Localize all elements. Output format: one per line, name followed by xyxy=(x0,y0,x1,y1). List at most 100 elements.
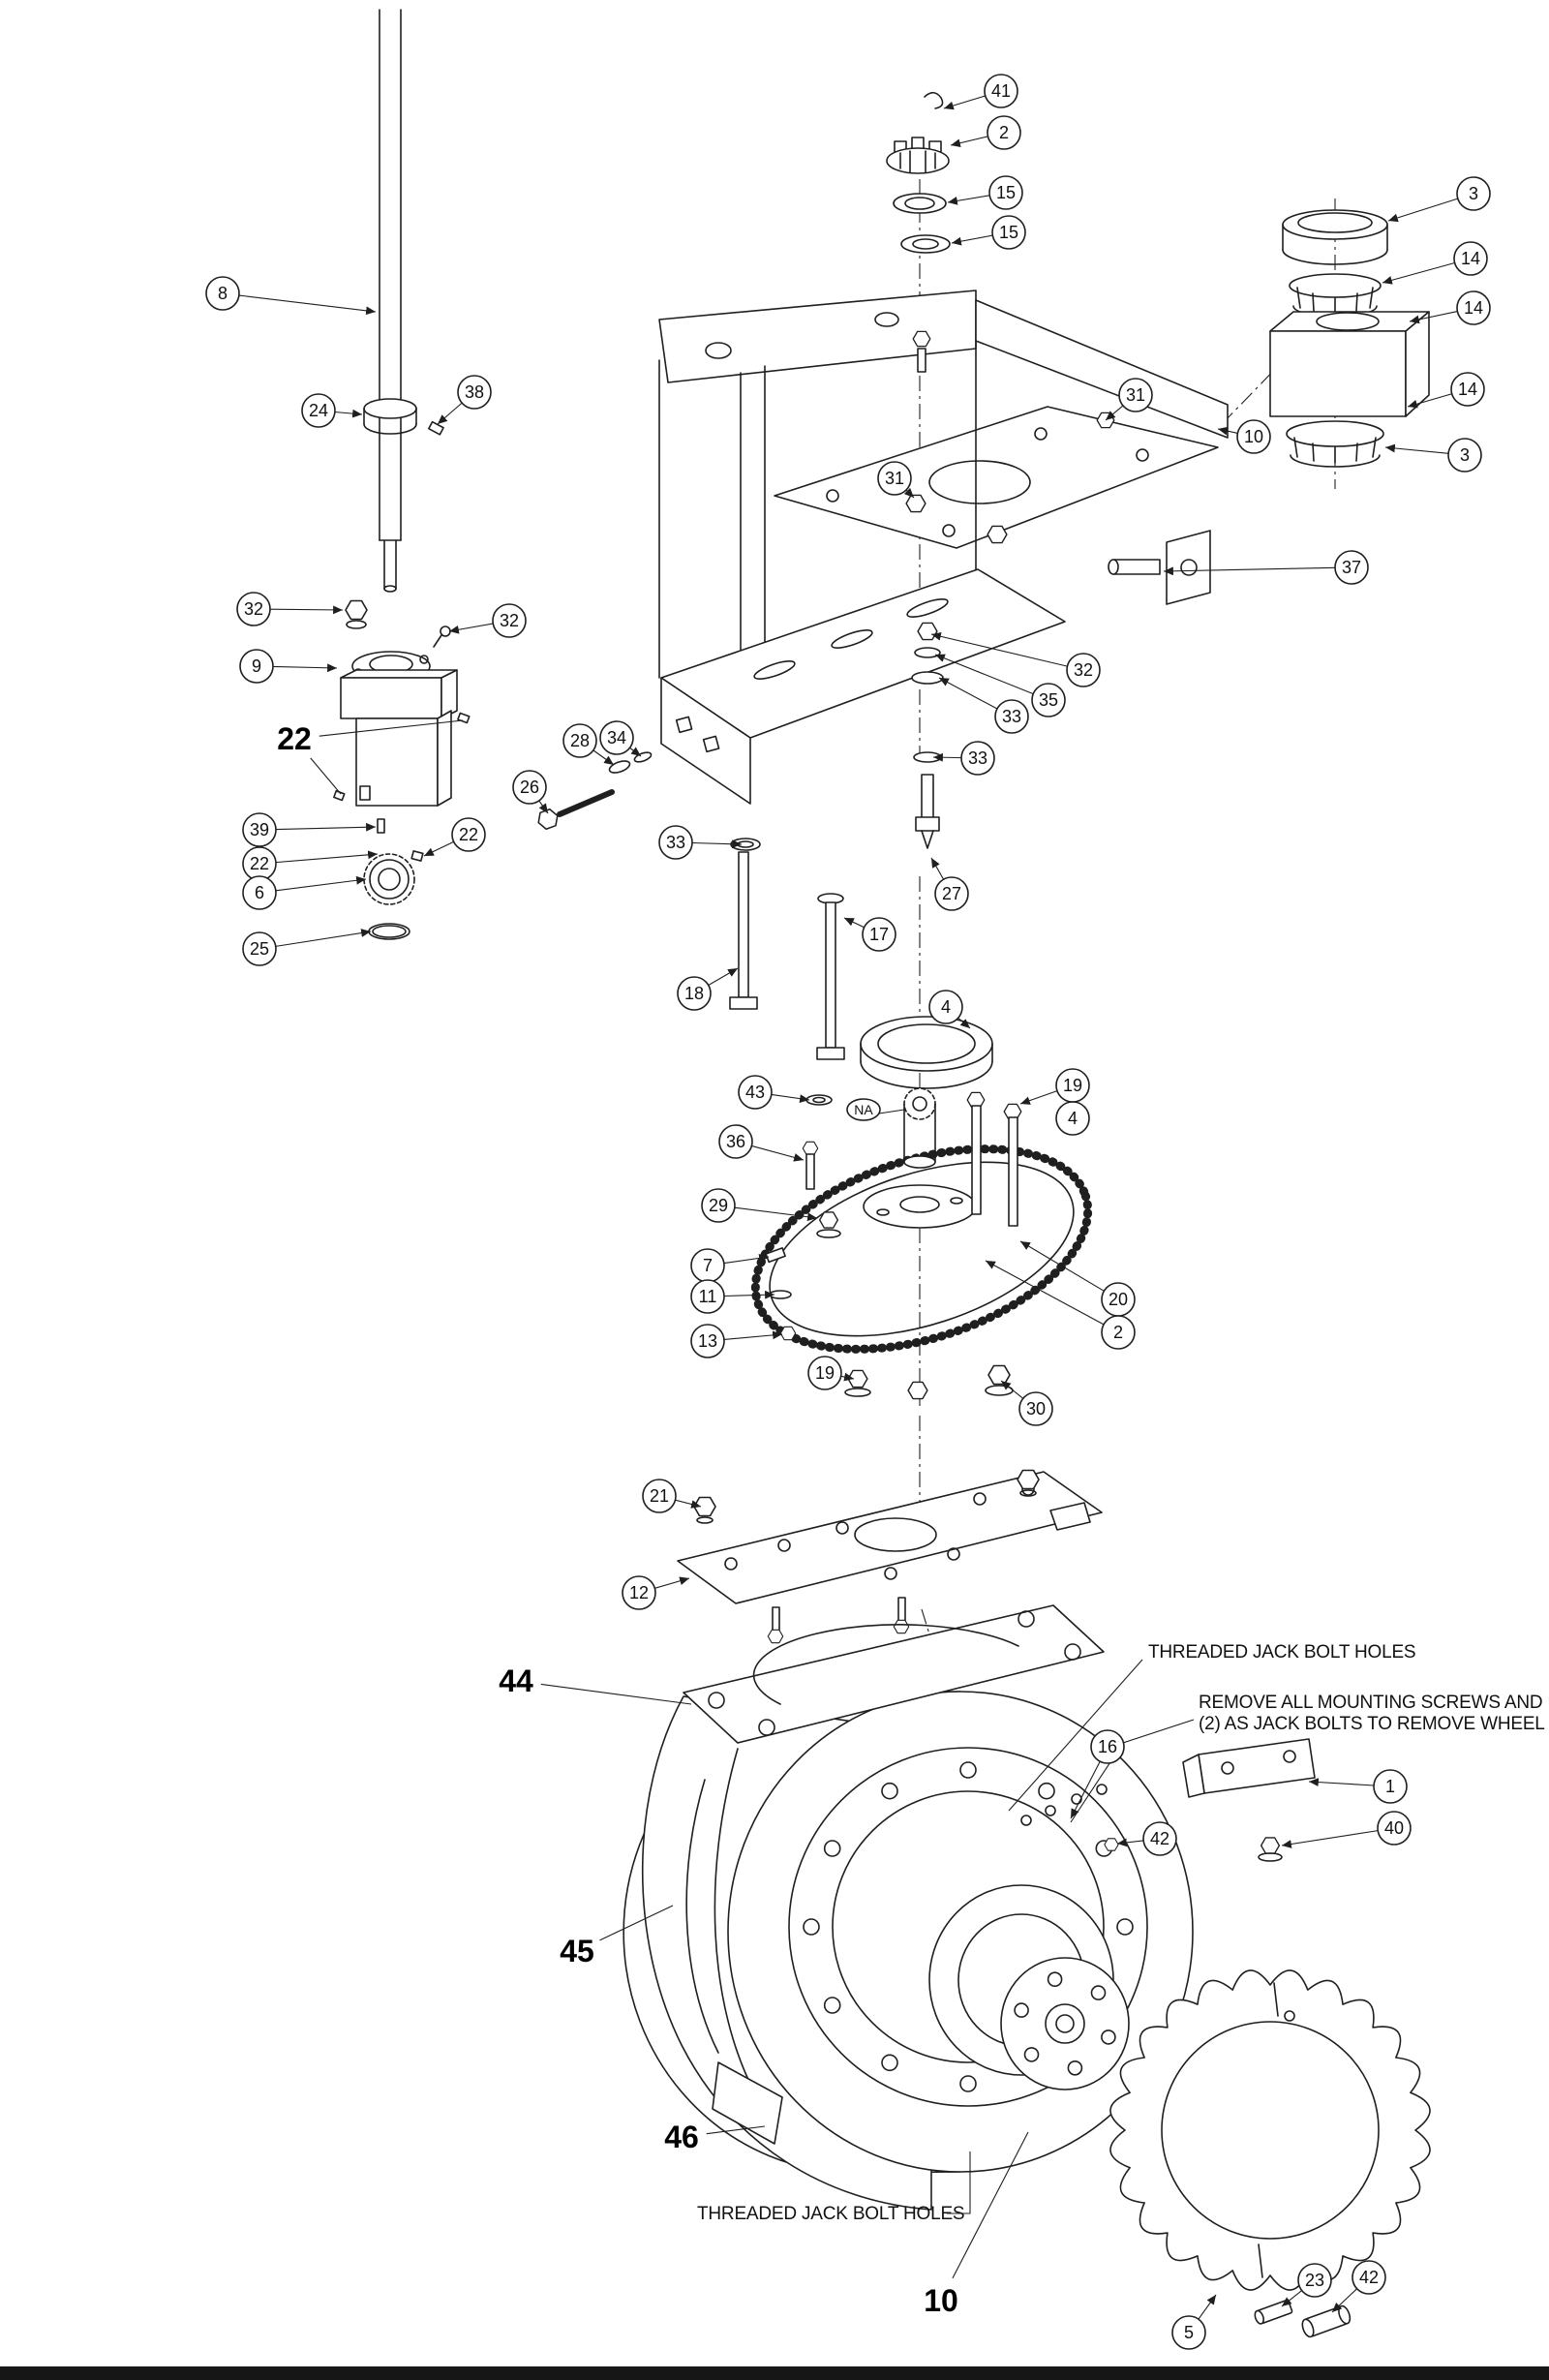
bottom-bolts xyxy=(1254,2299,1352,2338)
svg-text:41: 41 xyxy=(991,81,1011,101)
svg-text:14: 14 xyxy=(1461,249,1480,268)
callout-6: 6 xyxy=(242,875,367,910)
svg-text:7: 7 xyxy=(703,1256,713,1275)
svg-text:19: 19 xyxy=(815,1363,835,1383)
svg-text:29: 29 xyxy=(709,1196,728,1215)
svg-text:11: 11 xyxy=(699,1287,717,1306)
bearing-stack xyxy=(1269,209,1430,468)
svg-text:44: 44 xyxy=(499,1663,533,1698)
castle-nut-stack xyxy=(886,91,951,254)
svg-text:22: 22 xyxy=(277,721,312,756)
svg-text:35: 35 xyxy=(1039,690,1058,710)
retainer-ring xyxy=(860,1016,993,1089)
ref-number-45: 45 xyxy=(560,1905,674,1968)
svg-text:27: 27 xyxy=(942,884,961,903)
callout-26: 26 xyxy=(512,770,549,814)
callout-14: 14 xyxy=(1409,290,1491,325)
callout-33: 33 xyxy=(658,825,743,860)
svg-text:13: 13 xyxy=(698,1331,717,1351)
note-remove-line2: (2) AS JACK BOLTS TO REMOVE WHEEL xyxy=(1199,1714,1545,1734)
callout-39: 39 xyxy=(242,812,377,847)
ref-number-46: 46 xyxy=(664,2120,766,2154)
callout-19: 19 xyxy=(807,1356,855,1390)
callout-22: 22 xyxy=(423,817,486,857)
svg-text:40: 40 xyxy=(1384,1818,1404,1838)
svg-text:12: 12 xyxy=(629,1583,649,1602)
callout-42: 42 xyxy=(1116,1821,1177,1856)
gearbox-wheel-assembly xyxy=(623,1604,1194,2211)
callout-38: 38 xyxy=(437,375,492,425)
callout-4: 4 xyxy=(1055,1101,1090,1136)
svg-text:42: 42 xyxy=(1359,2268,1379,2287)
svg-text:23: 23 xyxy=(1305,2271,1324,2290)
svg-text:37: 37 xyxy=(1342,558,1361,577)
svg-text:16: 16 xyxy=(1098,1737,1117,1756)
svg-text:32: 32 xyxy=(244,599,263,619)
svg-text:28: 28 xyxy=(570,731,590,750)
svg-text:46: 46 xyxy=(664,2120,699,2154)
svg-text:31: 31 xyxy=(885,469,904,488)
callout-5: 5 xyxy=(1171,2294,1217,2350)
callout-1: 1 xyxy=(1308,1769,1408,1804)
svg-text:26: 26 xyxy=(520,778,539,797)
svg-text:38: 38 xyxy=(465,382,484,402)
callout-15: 15 xyxy=(951,215,1026,250)
svg-text:31: 31 xyxy=(1126,385,1145,405)
svg-text:10: 10 xyxy=(924,2283,958,2318)
callout-32: 32 xyxy=(930,631,1101,687)
steering-shaft xyxy=(363,9,444,593)
callout-17: 17 xyxy=(843,917,896,952)
callout-3: 3 xyxy=(1384,438,1482,473)
callout-32: 32 xyxy=(448,603,527,638)
ref-number-22: 22 xyxy=(277,719,464,795)
svg-text:3: 3 xyxy=(1469,184,1478,203)
callout-23: 23 xyxy=(1281,2263,1332,2307)
callout-41: 41 xyxy=(943,74,1018,110)
callout-28: 28 xyxy=(562,723,615,766)
svg-text:6: 6 xyxy=(255,883,264,902)
note-jack-bolt-bottom: THREADED JACK BOLT HOLES xyxy=(697,2204,964,2224)
note-jack-bolt-top: THREADED JACK BOLT HOLES xyxy=(1148,1642,1415,1663)
svg-text:45: 45 xyxy=(560,1934,594,1968)
callout-16: 16 xyxy=(1070,1729,1125,1819)
adapter-plate xyxy=(677,1469,1103,1644)
callout-12: 12 xyxy=(622,1575,690,1610)
callout-37: 37 xyxy=(1163,550,1369,585)
svg-text:19: 19 xyxy=(1063,1076,1082,1095)
svg-text:14: 14 xyxy=(1458,380,1477,399)
callout-40: 40 xyxy=(1281,1811,1412,1848)
callout-36: 36 xyxy=(718,1124,805,1162)
svg-text:3: 3 xyxy=(1460,445,1470,465)
svg-text:14: 14 xyxy=(1464,298,1483,318)
svg-text:34: 34 xyxy=(607,728,626,748)
svg-text:20: 20 xyxy=(1109,1290,1128,1309)
callout-18: 18 xyxy=(677,967,739,1011)
callout-24: 24 xyxy=(301,393,363,428)
callout-2: 2 xyxy=(950,115,1021,150)
callout-9: 9 xyxy=(239,649,338,684)
svg-text:43: 43 xyxy=(745,1083,765,1102)
callout-4: 4 xyxy=(928,990,971,1029)
bottom-bar xyxy=(0,2366,1549,2380)
callout-42: 42 xyxy=(1331,2260,1386,2313)
svg-text:42: 42 xyxy=(1150,1829,1169,1848)
svg-text:25: 25 xyxy=(250,939,269,959)
callout-15: 15 xyxy=(947,175,1023,210)
callout-8: 8 xyxy=(205,276,377,316)
callout-32: 32 xyxy=(236,592,344,626)
callout-14: 14 xyxy=(1407,372,1485,409)
svg-text:2: 2 xyxy=(999,123,1009,142)
svg-text:5: 5 xyxy=(1184,2323,1194,2342)
callout-30: 30 xyxy=(1000,1380,1053,1426)
retainer-bracket xyxy=(1182,1738,1316,1862)
callout-21: 21 xyxy=(642,1479,702,1513)
callout-2: 2 xyxy=(985,1260,1136,1350)
svg-text:32: 32 xyxy=(1074,660,1093,680)
svg-text:30: 30 xyxy=(1026,1399,1046,1419)
svg-text:33: 33 xyxy=(968,748,987,768)
callout-33: 33 xyxy=(938,677,1029,734)
svg-text:21: 21 xyxy=(650,1486,669,1506)
callout-13: 13 xyxy=(690,1324,783,1358)
upper-bearing-block xyxy=(333,599,471,807)
